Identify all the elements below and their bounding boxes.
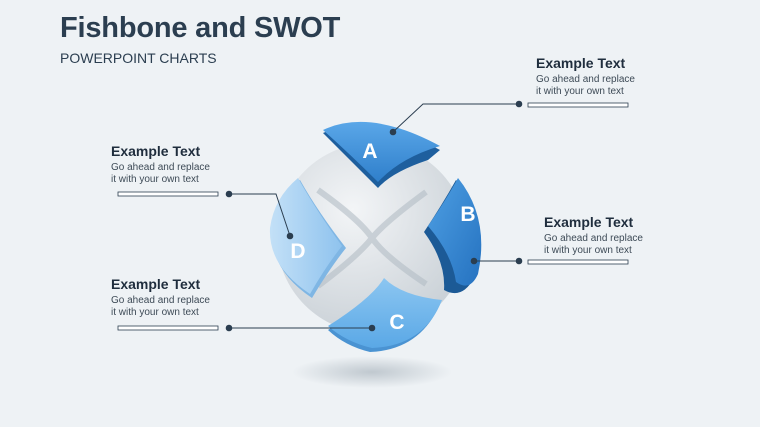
callout-text-line2: it with your own text: [111, 307, 199, 318]
callout-text-line1: Go ahead and replace: [544, 233, 643, 244]
segment-d-label: D: [290, 240, 305, 263]
page-subtitle: POWERPOINT CHARTS: [60, 50, 217, 66]
callout-right: Example Text Go ahead and replace it wit…: [544, 214, 714, 257]
connector-b: [470, 257, 523, 265]
callout-text-line2: it with your own text: [111, 174, 199, 185]
segment-b-label: B: [460, 203, 475, 226]
diagram-shadow: [292, 356, 452, 388]
connector-c: [225, 324, 376, 332]
page-title: Fishbone and SWOT: [60, 12, 341, 44]
callout-top-left: Example Text Go ahead and replace it wit…: [111, 143, 281, 186]
segment-b: [424, 178, 482, 294]
connector-b-bar: [527, 259, 629, 265]
segment-c-label: C: [389, 311, 404, 334]
connector-a: [389, 100, 523, 136]
callout-top-right: Example Text Go ahead and replace it wit…: [536, 55, 706, 98]
callout-bottom-left: Example Text Go ahead and replace it wit…: [111, 276, 281, 319]
callout-text-line2: it with your own text: [544, 245, 632, 256]
callout-title: Example Text: [111, 143, 201, 159]
segment-a: [323, 121, 440, 188]
callout-text-line1: Go ahead and replace: [111, 295, 210, 306]
callout-text-line2: it with your own text: [536, 86, 624, 97]
connector-c-bar: [117, 325, 219, 331]
callout-text-line1: Go ahead and replace: [111, 162, 210, 173]
connector-a-bar: [527, 102, 629, 108]
callout-text-line1: Go ahead and replace: [536, 74, 635, 85]
connector-d-bar: [117, 191, 219, 197]
segment-a-label: A: [362, 140, 377, 163]
callout-title: Example Text: [544, 214, 634, 230]
callout-title: Example Text: [111, 276, 201, 292]
connector-d: [225, 190, 294, 240]
segment-d: [269, 178, 346, 298]
diagram-groove: [316, 187, 428, 289]
segment-c: [328, 278, 442, 352]
callout-title: Example Text: [536, 55, 626, 71]
